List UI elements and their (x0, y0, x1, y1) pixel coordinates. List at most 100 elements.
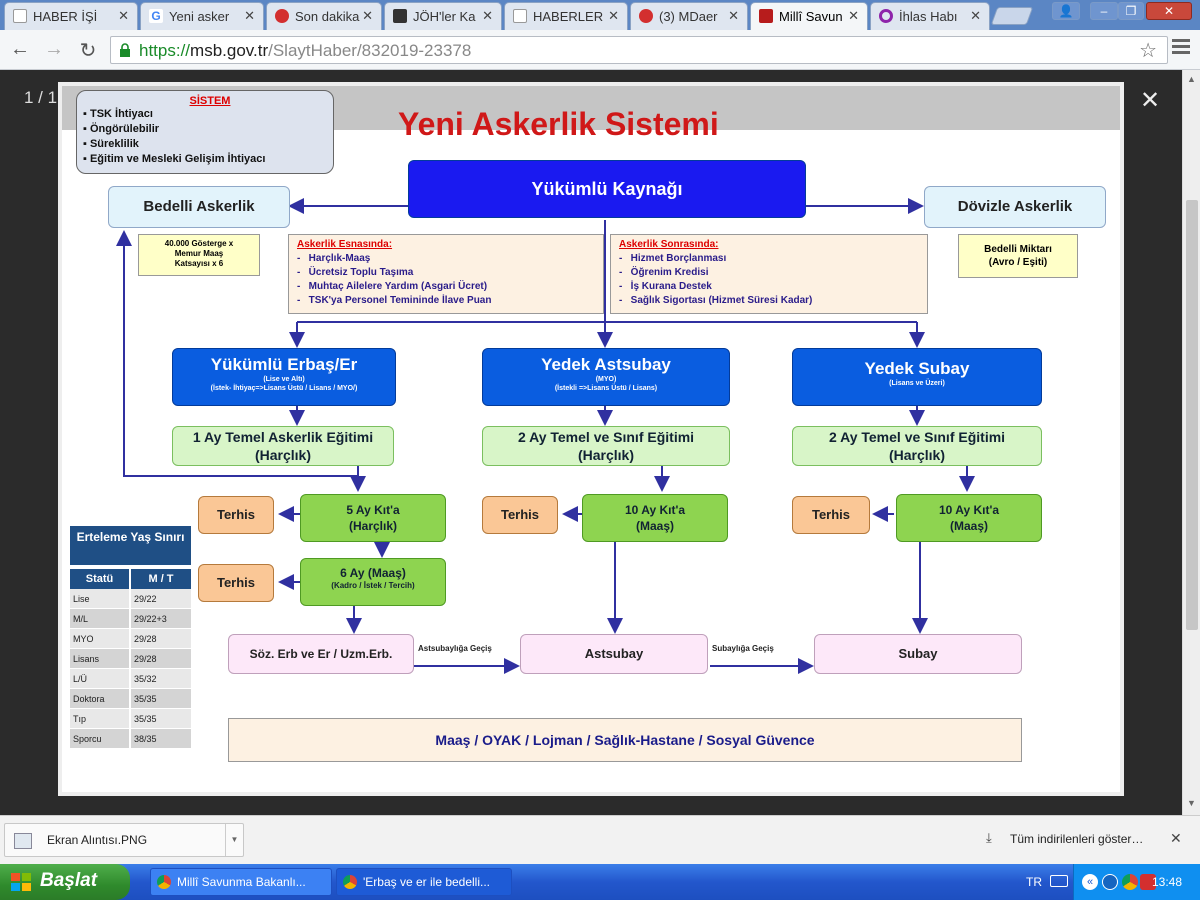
minimize-button[interactable]: ‒ (1090, 2, 1118, 20)
chrome-tray-icon[interactable] (1122, 874, 1138, 890)
bedelli-note-line: Memur Maaş (174, 249, 224, 258)
col1-training-sub: (Harçlık) (254, 447, 312, 463)
windows-flag-icon (11, 873, 31, 891)
col1-end-box: Söz. Erb ve Er / Uzm.Erb. (228, 634, 414, 674)
tab-mdaer[interactable]: (3) MDaer✕ (630, 2, 748, 30)
sistem-item: ▪ Eğitim ve Mesleki Gelişim İhtiyacı (83, 153, 266, 165)
erteleme-col-header: M / T (131, 569, 191, 589)
erteleme-statu: MYO (70, 629, 129, 648)
system-tray: « 13:48 (1073, 864, 1200, 900)
erteleme-statu: L/Ü (70, 669, 129, 688)
tray-arrow-icon[interactable]: « (1082, 874, 1098, 890)
erteleme-statu: Lise (70, 589, 129, 608)
erteleme-value: 35/35 (131, 689, 191, 708)
tab-son-dakika[interactable]: Son dakika✕ (266, 2, 382, 30)
document-icon (513, 9, 527, 23)
askerlik-sonrasinda-box: Askerlik Sonrasında: - Hizmet Borçlanmas… (610, 234, 928, 314)
sistem-item: ▪ Süreklilik (83, 138, 139, 150)
show-all-downloads-link[interactable]: Tüm indirilenleri göster… (1010, 832, 1144, 846)
taskbar-item-erbas[interactable]: 'Erbaş ve er ile bedelli... (336, 868, 512, 896)
scroll-up-icon[interactable]: ▲ (1187, 74, 1196, 84)
tab-johler[interactable]: JÖH'ler Ka✕ (384, 2, 502, 30)
task-label: Millî Savunma Bakanlı... (177, 875, 306, 889)
tab-close-icon[interactable]: ✕ (244, 8, 255, 23)
network-icon[interactable] (1102, 874, 1118, 890)
erteleme-value: 29/28 (131, 649, 191, 668)
bookmark-star-icon[interactable]: ☆ (1139, 40, 1157, 62)
col2-end-box: Astsubay (520, 634, 708, 674)
start-label: Başlat (40, 870, 98, 891)
col2-terhis: Terhis (482, 496, 558, 534)
site-logo-icon (393, 9, 407, 23)
tab-haber[interactable]: HABER İŞİ✕ (4, 2, 138, 30)
address-bar[interactable]: https://msb.gov.tr/SlaytHaber/832019-233… (110, 36, 1168, 64)
col3-training-box: 2 Ay Temel ve Sınıf Eğitimi (Harçlık) (792, 426, 1042, 466)
tab-close-icon[interactable]: ✕ (118, 8, 129, 23)
col2-sub: (İstekli =>Lisans Üstü / Lisans) (554, 385, 658, 392)
scrollbar[interactable]: ▲▼ (1182, 70, 1200, 815)
col1-terhis-1: Terhis (198, 496, 274, 534)
erteleme-statu: Lisans (70, 649, 129, 668)
col1-training-box: 1 Ay Temel Askerlik Eğitimi (Harçlık) (172, 426, 394, 466)
download-icon: ⤓ (986, 830, 992, 845)
col1-kadro: 6 Ay (Maaş) (340, 566, 406, 580)
download-filename: Ekran Alıntısı.PNG (47, 833, 148, 847)
tab-close-icon[interactable]: ✕ (482, 8, 493, 23)
maximize-button[interactable]: ❐ (1118, 2, 1144, 20)
tab-milli-savunma[interactable]: Millî Savun✕ (750, 2, 868, 30)
chevron-down-icon[interactable]: ▼ (225, 824, 243, 856)
close-slideshow-icon[interactable]: ✕ (1140, 87, 1161, 114)
forward-arrow-icon[interactable]: → (44, 38, 64, 60)
tab-close-icon[interactable]: ✕ (728, 8, 739, 23)
close-downloads-icon[interactable]: ✕ (1170, 830, 1182, 846)
col2-sub: (MYO) (595, 376, 617, 383)
scrollbar-thumb[interactable] (1186, 200, 1198, 630)
bedelli-askerlik-box: Bedelli Askerlik (108, 186, 290, 228)
slide-counter: 1 / 1 (24, 88, 58, 107)
close-window-button[interactable]: ✕ (1146, 2, 1192, 20)
dovizle-note-line: (Avro / Eşiti) (988, 257, 1048, 268)
col2-kita-box: 10 Ay Kıt'a (Maaş) (582, 494, 728, 542)
start-button[interactable]: Başlat (0, 864, 130, 900)
astsubayliga-gecis-label: Astsubaylığa Geçiş (418, 644, 492, 653)
scroll-down-icon[interactable]: ▼ (1187, 798, 1196, 808)
erteleme-value: 29/22 (131, 589, 191, 608)
erteleme-value: 29/28 (131, 629, 191, 648)
col3-training: 2 Ay Temel ve Sınıf Eğitimi (828, 429, 1006, 445)
keyboard-icon[interactable] (1050, 875, 1068, 887)
security-icon[interactable] (1140, 874, 1156, 890)
back-arrow-icon[interactable]: ← (10, 38, 30, 60)
tab-close-icon[interactable]: ✕ (362, 8, 373, 23)
taskbar-item-msb[interactable]: Millî Savunma Bakanlı... (150, 868, 332, 896)
erteleme-title: Erteleme Yaş Sınırı (70, 526, 191, 565)
bedelli-note-line: Katsayısı x 6 (174, 259, 224, 268)
site-logo-icon (639, 9, 653, 23)
user-icon[interactable]: 👤 (1052, 2, 1080, 20)
col1-training: 1 Ay Temel Askerlik Eğitimi (192, 429, 374, 445)
new-tab-button[interactable] (990, 7, 1034, 25)
reload-icon[interactable]: ↻ (79, 40, 97, 62)
erteleme-statu: M/L (70, 609, 129, 628)
site-logo-icon (879, 9, 893, 23)
tab-close-icon[interactable]: ✕ (608, 8, 619, 23)
document-icon (13, 9, 27, 23)
tab-close-icon[interactable]: ✕ (848, 8, 859, 23)
col2-training-sub: (Harçlık) (577, 447, 635, 463)
erteleme-value: 35/35 (131, 709, 191, 728)
tab-close-icon[interactable]: ✕ (970, 8, 981, 23)
download-item[interactable]: Ekran Alıntısı.PNG ▼ (4, 823, 244, 857)
menu-icon[interactable] (1172, 39, 1190, 57)
language-indicator[interactable]: TR (1026, 875, 1042, 889)
askerlik-esnasinda-box: Askerlik Esnasında: - Harçlık-Maaş - Ücr… (288, 234, 604, 314)
tab-haberler[interactable]: HABERLER✕ (504, 2, 628, 30)
col3-kita: 10 Ay Kıt'a (939, 503, 999, 517)
col1-kadro-box: 6 Ay (Maaş) (Kadro / İstek / Tercih) (300, 558, 446, 606)
tab-ihlas[interactable]: İhlas Habı✕ (870, 2, 990, 30)
erteleme-value: 38/35 (131, 729, 191, 748)
